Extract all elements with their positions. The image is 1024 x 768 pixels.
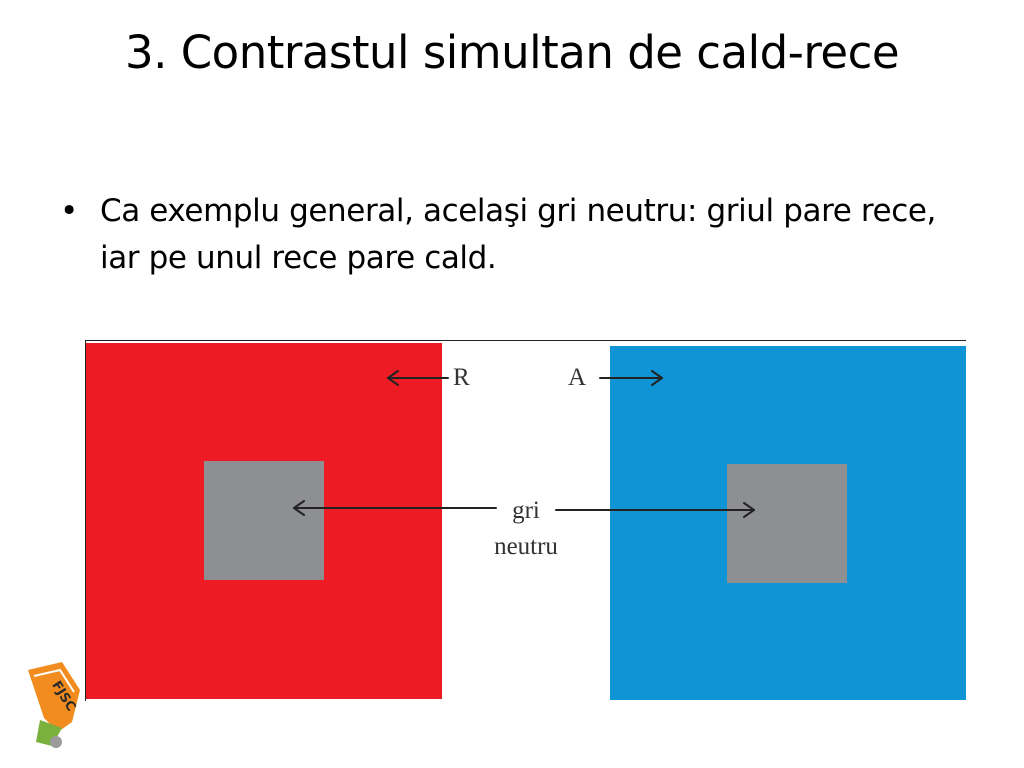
label-a: A: [568, 364, 587, 391]
gray-square-on-red: [204, 461, 324, 580]
label-neutru: neutru: [494, 533, 558, 560]
arrows-overlay: [293, 370, 755, 518]
label-gri: gri: [512, 497, 540, 524]
arrow-gray-left-icon: [293, 500, 497, 516]
label-r: R: [453, 364, 470, 391]
arrow-gray-right-icon: [555, 502, 755, 518]
slide-title: 3. Contrastul simultan de cald-rece: [125, 26, 900, 79]
arrow-left-r-icon: [387, 370, 449, 386]
bullet-item: • Ca exemplu general, acelaşi gri neutru…: [60, 188, 940, 282]
bullet-list: • Ca exemplu general, acelaşi gri neutru…: [60, 188, 940, 282]
arrow-right-a-icon: [599, 370, 663, 386]
gray-square-on-blue: [727, 464, 847, 583]
bullet-text: Ca exemplu general, acelaşi gri neutru: …: [100, 193, 936, 276]
bullet-mark: •: [60, 193, 78, 229]
fjsc-logo-icon: FJSC: [28, 662, 80, 748]
contrast-figure: R A gri neutru: [85, 340, 966, 701]
